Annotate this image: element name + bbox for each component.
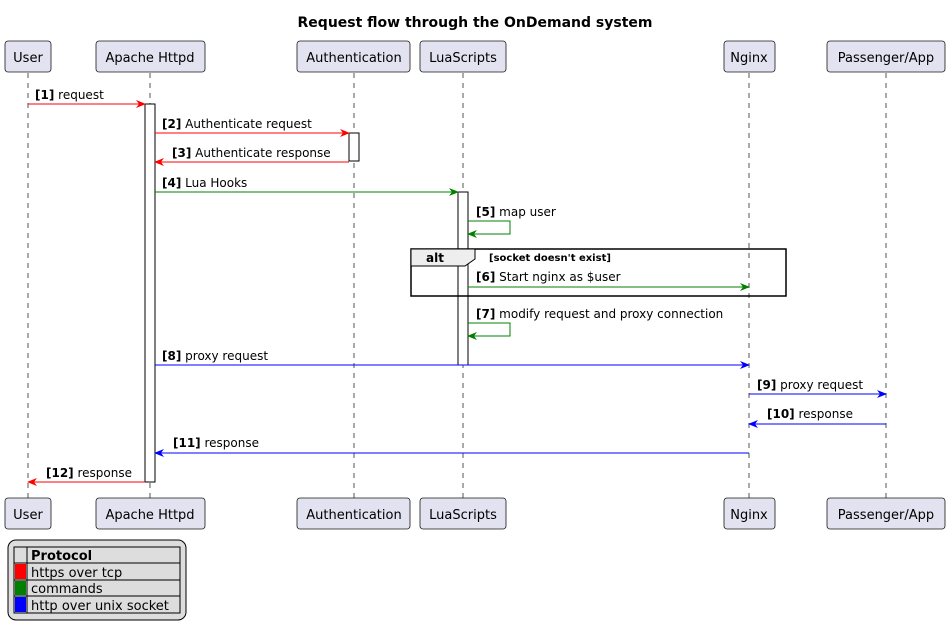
message-arrow [467, 220, 511, 238]
message-5: [5] map user [467, 205, 556, 238]
message-label: [4] Lua Hooks [162, 176, 247, 190]
participants-bottom: User Apache Httpd Authentication LuaScri… [4, 497, 946, 530]
message-label: [9] proxy request [757, 378, 863, 392]
participant-label: Authentication [306, 508, 401, 523]
participant-apache-bottom: Apache Httpd [95, 497, 206, 530]
legend-item-label: http over unix socket [31, 599, 169, 614]
alt-frame [410, 248, 787, 297]
participant-apache-top: Apache Httpd [95, 40, 206, 73]
legend-swatch-red [15, 564, 26, 579]
participant-passenger-bottom: Passenger/App [826, 497, 946, 530]
participant-nginx-bottom: Nginx [723, 497, 776, 530]
legend: Protocol https over tcp commands http ov… [7, 539, 187, 621]
message-label: [5] map user [476, 205, 556, 219]
participant-label: Apache Httpd [105, 51, 194, 66]
participant-user-bottom: User [4, 497, 52, 530]
participant-label: Apache Httpd [105, 508, 194, 523]
activation-auth [348, 132, 360, 162]
message-3: [3] Authenticate response [154, 146, 349, 166]
participant-label: Nginx [730, 508, 768, 523]
alt-tab [410, 248, 476, 267]
message-label: [6] Start nginx as $user [476, 270, 621, 284]
participant-label: Nginx [730, 51, 768, 66]
activations [144, 103, 469, 483]
participant-lua-bottom: LuaScripts [419, 497, 507, 530]
message-7: [7] modify request and proxy connection [467, 307, 723, 340]
participant-label: LuaScripts [429, 508, 497, 523]
message-8: [8] proxy request [155, 349, 750, 369]
activation-apache [144, 103, 156, 483]
lifelines [27, 73, 887, 498]
participant-label: Authentication [306, 51, 401, 66]
participant-label: User [13, 51, 43, 66]
participant-passenger-top: Passenger/App [826, 40, 946, 73]
legend-swatch-blue [15, 597, 26, 612]
alt-fragment: alt [socket doesn't exist] [410, 248, 787, 297]
messages: [1] request [2] Authenticate request [3]… [27, 88, 887, 486]
message-label: [11] response [173, 436, 259, 450]
participant-label: Passenger/App [838, 51, 934, 66]
participants-top: User Apache Httpd Authentication LuaScri… [4, 40, 946, 73]
message-10: [10] response [748, 407, 886, 428]
legend-item-label: https over tcp [31, 566, 122, 581]
message-11: [11] response [154, 436, 749, 457]
message-label: [8] proxy request [162, 349, 268, 363]
participant-nginx-top: Nginx [723, 40, 776, 73]
alt-keyword: alt [426, 251, 444, 265]
message-1: [1] request [28, 88, 146, 108]
message-label: [3] Authenticate response [172, 146, 331, 160]
legend-header: Protocol [31, 549, 92, 564]
message-label: [7] modify request and proxy connection [476, 307, 723, 321]
participant-auth-top: Authentication [296, 40, 411, 73]
message-4: [4] Lua Hooks [155, 176, 459, 196]
participant-label: LuaScripts [429, 51, 497, 66]
participant-lua-top: LuaScripts [419, 40, 507, 73]
message-6: [6] Start nginx as $user [468, 270, 750, 291]
message-label: [10] response [767, 407, 853, 421]
message-2: [2] Authenticate request [155, 117, 350, 137]
activation-lua [457, 191, 469, 366]
legend-swatch-green [15, 581, 26, 595]
legend-item-label: commands [31, 582, 103, 597]
participant-user-top: User [4, 40, 52, 73]
participant-label: Passenger/App [838, 508, 934, 523]
message-label: [12] response [46, 466, 132, 480]
participant-auth-bottom: Authentication [296, 497, 411, 530]
diagram-title: Request flow through the OnDemand system [298, 15, 653, 31]
message-label: [1] request [35, 88, 104, 102]
message-label: [2] Authenticate request [162, 117, 312, 131]
participant-label: User [13, 508, 43, 523]
message-arrow [467, 322, 511, 340]
message-12: [12] response [27, 466, 145, 486]
alt-condition: [socket doesn't exist] [489, 253, 611, 264]
message-9: [9] proxy request [749, 378, 887, 398]
